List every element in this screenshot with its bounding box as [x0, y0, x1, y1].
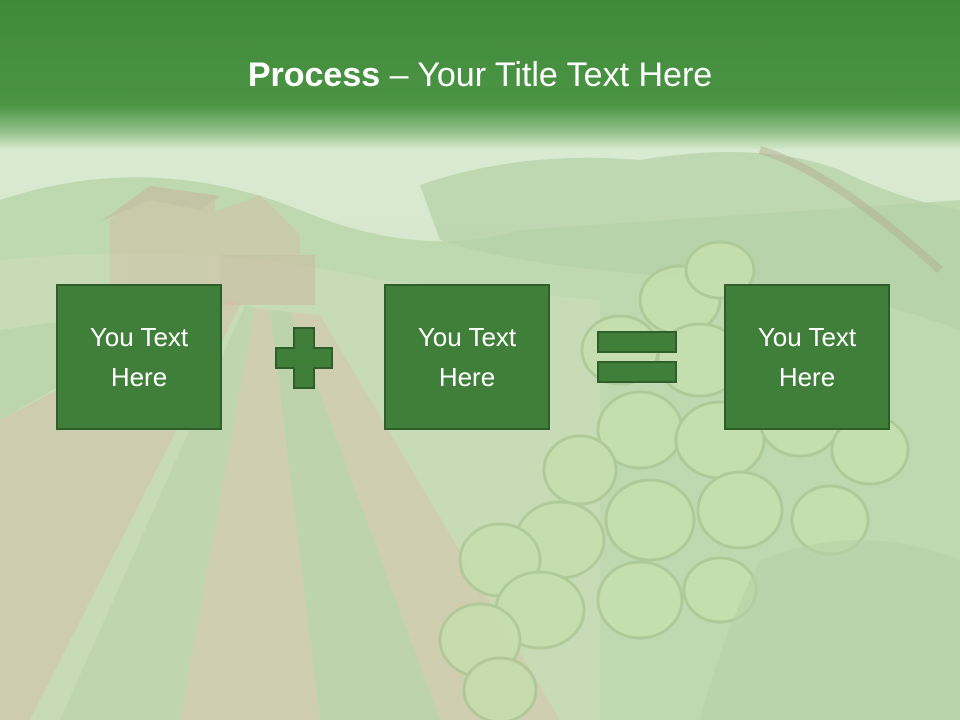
process-box-3[interactable]: You Text Here — [724, 284, 890, 430]
process-box-2-text: You Text Here — [417, 322, 517, 392]
title-band — [0, 0, 960, 150]
equals-icon — [597, 331, 677, 383]
process-box-2[interactable]: You Text Here — [384, 284, 550, 430]
slide-title[interactable]: Process – Your Title Text Here — [0, 54, 960, 96]
slide-title-bold: Process — [247, 56, 381, 94]
plus-icon — [275, 327, 333, 389]
process-box-3-text: You Text Here — [757, 322, 857, 392]
slide-title-rest: – Your Title Text Here — [380, 56, 713, 94]
process-box-1-text: You Text Here — [89, 322, 189, 392]
farmhouse-shape — [100, 186, 315, 305]
process-box-1[interactable]: You Text Here — [56, 284, 222, 430]
